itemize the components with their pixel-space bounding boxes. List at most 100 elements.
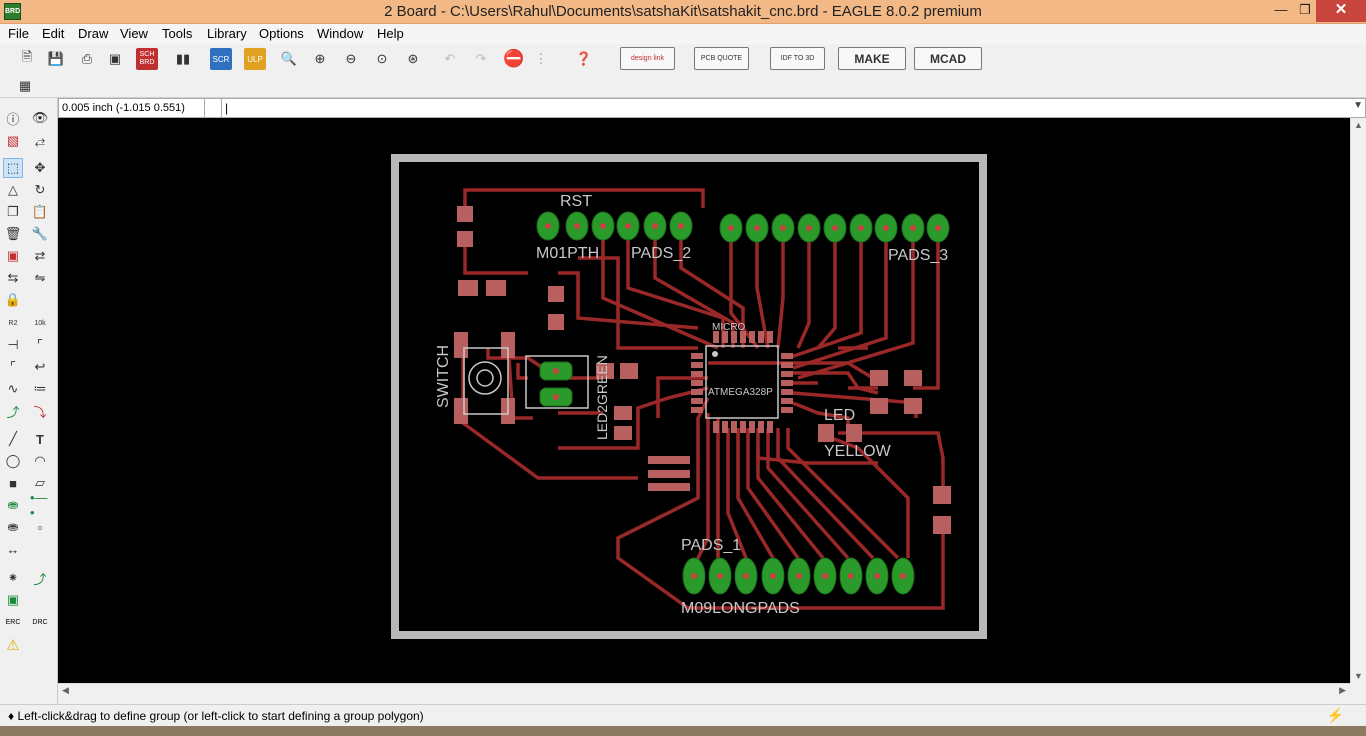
open-icon[interactable]: 🗎 xyxy=(21,49,33,64)
name-tool-button[interactable]: R2 xyxy=(8,319,18,327)
vertical-scrollbar[interactable]: ▲ ▼ xyxy=(1350,118,1366,683)
via-icon[interactable]: ⛂ xyxy=(7,497,19,512)
gate-swap-icon[interactable]: ⇋ xyxy=(34,270,46,285)
miter-icon[interactable]: ⌜ xyxy=(36,337,44,352)
hole-icon[interactable]: ⛂ xyxy=(7,519,19,534)
cam-icon[interactable]: ▣ xyxy=(108,51,122,66)
go-icon[interactable]: ⋮ xyxy=(534,51,548,66)
mcad-button[interactable]: MCAD xyxy=(914,47,982,70)
ulp-button[interactable]: ULP xyxy=(244,48,266,70)
coordinate-display: 0.005 inch (-1.015 0.551) xyxy=(59,99,205,117)
lock-icon[interactable]: 🔒 xyxy=(4,292,22,307)
zoom-fit-icon[interactable]: 🔍 xyxy=(280,51,298,66)
move-icon[interactable]: ✥ xyxy=(34,160,46,175)
erc-button[interactable]: ERC xyxy=(5,618,21,626)
menu-file[interactable]: File xyxy=(8,26,29,41)
rect-icon[interactable]: ■ xyxy=(9,475,17,491)
horizontal-scrollbar[interactable]: ◀ ▶ xyxy=(58,683,1350,699)
value-tool-button[interactable]: 10k xyxy=(34,319,46,327)
menu-tools[interactable]: Tools xyxy=(162,26,193,41)
zoom-redraw-icon[interactable]: ⊙ xyxy=(376,51,388,66)
chevron-down-icon[interactable]: ▼ xyxy=(1353,100,1363,111)
smd-pad xyxy=(454,398,468,424)
menu-draw[interactable]: Draw xyxy=(78,26,109,41)
swap-icon[interactable]: ⇆ xyxy=(7,270,19,285)
ripup-icon[interactable]: ⤵ xyxy=(33,404,47,420)
dimension-icon[interactable]: ↔ xyxy=(6,541,20,557)
zoom-select-icon[interactable]: ⊛ xyxy=(407,51,419,66)
line-icon[interactable]: ╱ xyxy=(9,431,17,446)
route-multiple-icon[interactable]: ≔ xyxy=(33,381,47,396)
optimize-icon[interactable]: ↩ xyxy=(34,359,46,374)
redo-icon[interactable]: ↷ xyxy=(475,51,487,66)
library-icon[interactable]: ▮▮ xyxy=(175,51,191,66)
label-rst: RST xyxy=(560,193,592,210)
minimize-button[interactable]: — xyxy=(1274,2,1288,17)
mark-icon[interactable]: ⥄ xyxy=(34,133,46,148)
smash-icon[interactable]: ⊣ xyxy=(7,337,19,352)
menu-edit[interactable]: Edit xyxy=(42,26,65,41)
wrench-icon[interactable]: 🔧 xyxy=(31,226,49,241)
paste-icon[interactable]: 📋 xyxy=(31,204,49,219)
eye-icon[interactable]: 👁 xyxy=(31,110,49,125)
undo-icon[interactable]: ↶ xyxy=(444,51,456,66)
script-button[interactable]: SCR xyxy=(210,48,232,70)
idf-to-3d-button[interactable]: IDF TO 3D xyxy=(770,47,825,70)
status-message: ♦ Left-click&drag to define group (or le… xyxy=(8,709,424,723)
warning-icon[interactable]: ⚠ xyxy=(6,637,20,654)
smd-pad xyxy=(548,314,564,330)
eagle-board-icon: BRD xyxy=(4,3,21,20)
print-icon[interactable]: ⎙ xyxy=(81,51,93,66)
atmega-chip xyxy=(691,331,793,433)
make-button[interactable]: MAKE xyxy=(838,47,906,70)
maximize-button[interactable]: ❐ xyxy=(1299,2,1311,17)
route-icon[interactable]: ⤴ xyxy=(6,404,20,420)
scroll-right-icon[interactable]: ▶ xyxy=(1339,685,1346,695)
smd-pads xyxy=(454,206,951,534)
grid-icon[interactable]: ▦ xyxy=(18,78,32,93)
group-select-icon[interactable]: ⬚ xyxy=(3,158,23,178)
zoom-in-icon[interactable]: ⊕ xyxy=(314,51,326,66)
meander-icon[interactable]: ∿ xyxy=(7,381,19,396)
add-part-icon[interactable]: ▣ xyxy=(6,248,20,263)
scroll-left-icon[interactable]: ◀ xyxy=(62,685,69,695)
save-icon[interactable]: 💾 xyxy=(47,51,65,66)
delete-icon[interactable]: 🗑 xyxy=(4,226,22,241)
menu-options[interactable]: Options xyxy=(259,26,304,41)
signal-icon[interactable]: •—• xyxy=(30,490,48,520)
menu-window[interactable]: Window xyxy=(317,26,364,41)
rotate-icon[interactable]: ↻ xyxy=(34,182,46,197)
copy-icon[interactable]: ❐ xyxy=(7,204,19,219)
command-input[interactable]: | xyxy=(221,99,1349,117)
attribute-icon[interactable]: ▫ xyxy=(37,519,43,535)
board-icon[interactable]: ▣ xyxy=(6,592,20,607)
arc-icon[interactable]: ◠ xyxy=(34,453,46,468)
circle-icon[interactable]: ◯ xyxy=(5,453,21,468)
mirror-icon[interactable]: △ xyxy=(8,182,18,197)
ratsnest-icon[interactable]: ⁕ xyxy=(7,570,19,585)
drc-button[interactable]: DRC xyxy=(32,618,48,626)
help-icon[interactable]: ❓ xyxy=(575,51,593,66)
pcb-quote-button[interactable]: PCB QUOTE xyxy=(694,47,749,70)
board-canvas[interactable]: RST M01PTH PADS_2 PADS_3 MICRO ATMEGA328… xyxy=(58,118,1350,683)
scroll-down-icon[interactable]: ▼ xyxy=(1354,671,1363,681)
text-icon[interactable]: T xyxy=(36,431,44,447)
close-button[interactable]: ✕ xyxy=(1316,0,1366,22)
label-m01pth: M01PTH xyxy=(536,245,599,262)
autorouter-icon[interactable]: ⤴ xyxy=(33,571,47,587)
menu-help[interactable]: Help xyxy=(377,26,404,41)
sch-brd-switch-button[interactable]: SCH BRD xyxy=(136,48,158,70)
zoom-out-icon[interactable]: ⊖ xyxy=(345,51,357,66)
smd-pad xyxy=(501,332,515,358)
polygon-icon[interactable]: ▱ xyxy=(35,475,45,490)
split-icon[interactable]: ⌜ xyxy=(9,359,17,374)
scroll-up-icon[interactable]: ▲ xyxy=(1354,120,1363,130)
design-link-button[interactable]: design link xyxy=(620,47,675,70)
smd-pad xyxy=(933,516,951,534)
menu-view[interactable]: View xyxy=(120,26,148,41)
stop-icon[interactable]: ⛔ xyxy=(503,49,525,68)
info-icon[interactable]: ⓘ xyxy=(6,111,20,127)
menu-library[interactable]: Library xyxy=(207,26,247,41)
layers-icon[interactable]: ▧ xyxy=(6,133,20,148)
replace-icon[interactable]: ⇄ xyxy=(34,248,46,263)
